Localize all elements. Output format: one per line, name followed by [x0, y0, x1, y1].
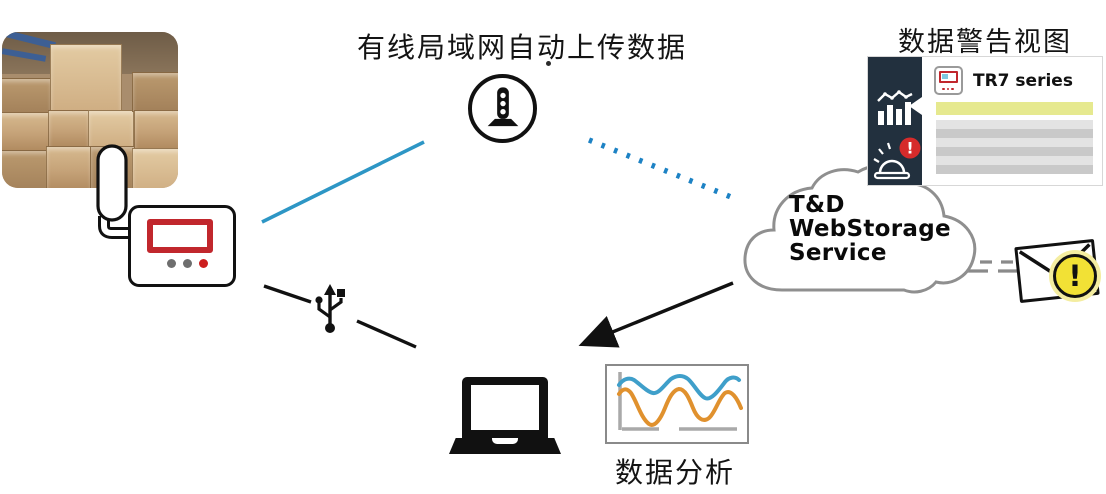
- laptop-base: [449, 438, 561, 454]
- network-tower-icon: [487, 86, 518, 126]
- tr7-device-screen: [939, 71, 958, 83]
- analysis-title: 数据分析: [614, 456, 735, 489]
- cardboard-box: [2, 112, 52, 152]
- analysis-chart-lines: [617, 372, 743, 431]
- chart-orange-series: [617, 386, 743, 427]
- alert-exclamation: !: [906, 139, 913, 158]
- network-to-cloud-dotted-line: [587, 137, 733, 200]
- lan-upload-title: 有线局域网自动上传数据: [356, 31, 687, 64]
- usb-line-segment-1: [263, 284, 312, 304]
- cloud-to-pc-arrow: [578, 281, 734, 348]
- cloud-line-1: T&D: [789, 192, 845, 218]
- alert-table-row: [936, 165, 1093, 174]
- cardboard-box: [46, 146, 92, 188]
- alert-view-title: 数据警告视图: [898, 27, 1072, 58]
- alarm-alert-icon: !: [873, 137, 921, 180]
- alert-table-row: [936, 120, 1093, 129]
- cloud-service-name: T&D WebStorage Service: [789, 193, 959, 265]
- alert-table-row: [936, 147, 1093, 156]
- chart-blue-series: [617, 374, 741, 401]
- panel-sidebar: !: [868, 57, 922, 185]
- logger-button-gray: [183, 259, 192, 268]
- logger-button-red: [199, 259, 208, 268]
- device-header: TR7 series: [934, 66, 1073, 95]
- cardboard-box: [132, 72, 178, 112]
- tr7-device-icon: [934, 66, 963, 95]
- cardboard-box: [2, 150, 50, 188]
- alert-view-panel: ! TR7 series: [868, 57, 1102, 185]
- cardboard-box: [2, 78, 52, 114]
- warehouse-photo: [2, 32, 178, 188]
- panel-content: TR7 series: [922, 57, 1102, 185]
- logger-buttons: [167, 259, 208, 268]
- cloud-line-2: WebStorage: [789, 216, 951, 242]
- wired-lan-link-line: [261, 140, 425, 224]
- alert-table: [936, 102, 1093, 174]
- laptop-icon: [462, 377, 548, 438]
- warning-badge-icon: !: [1053, 254, 1097, 298]
- alert-table-row: [936, 138, 1093, 147]
- cardboard-box: [88, 110, 134, 148]
- alert-table-row: [936, 129, 1093, 138]
- selected-item-notch: [909, 97, 922, 115]
- alert-table-row: [936, 115, 1093, 120]
- usb-line-segment-2: [356, 319, 417, 349]
- logger-button-gray: [167, 259, 176, 268]
- analysis-chart-icon: [605, 364, 749, 444]
- analytics-chart-icon: [877, 90, 913, 125]
- tr7-device-display: [942, 74, 948, 79]
- tr7-device-buttons: [942, 87, 954, 90]
- device-series-label: TR7 series: [973, 70, 1073, 91]
- sensor-probe: [96, 144, 134, 239]
- cardboard-box: [48, 110, 90, 148]
- small-dot: [546, 61, 551, 66]
- alert-table-row: [936, 102, 1093, 115]
- laptop-notch: [492, 438, 518, 444]
- cardboard-box: [134, 110, 178, 150]
- cardboard-box: [132, 148, 178, 188]
- wired-network-icon: [468, 74, 537, 143]
- usb-icon: [315, 284, 345, 333]
- laptop-display: [471, 385, 539, 430]
- cloud-line-3: Service: [789, 240, 887, 266]
- alert-table-row: [936, 156, 1093, 165]
- logger-lcd-screen: [147, 219, 213, 253]
- data-logger-device: [128, 205, 236, 287]
- cardboard-box: [50, 44, 122, 112]
